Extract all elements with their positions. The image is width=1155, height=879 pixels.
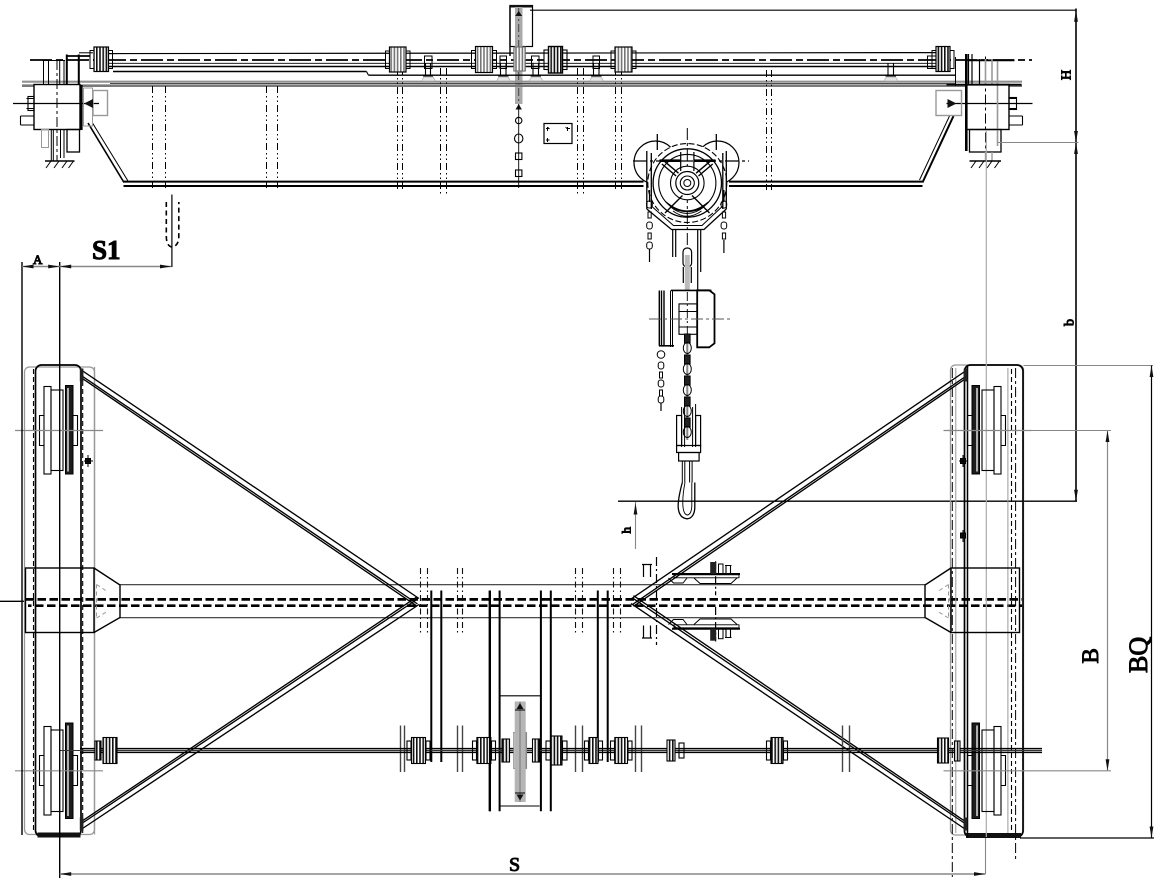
svg-text:S: S [509,854,520,876]
svg-text:b: b [1063,319,1078,326]
svg-text:H: H [1060,70,1075,80]
svg-text:B: B [1078,648,1103,663]
svg-text:A: A [33,252,43,267]
svg-text:BQ: BQ [1124,637,1153,673]
svg-text:h: h [619,527,634,534]
svg-text:S1: S1 [92,235,121,265]
